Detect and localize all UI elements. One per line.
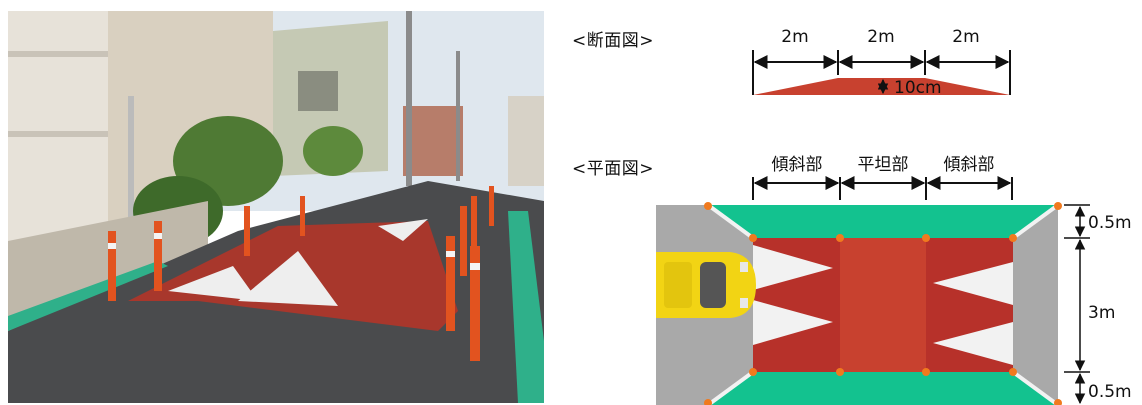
zone-label-flat: 平坦部 (858, 155, 909, 175)
sidewalk-bottom (708, 372, 1058, 405)
section-view: 2m 2m 2m 10cm (752, 27, 1011, 98)
plan-view-title: <平面図> (572, 159, 654, 179)
dim-lane-width: 3m (1088, 303, 1115, 323)
dim-sidewalk-top: 0.5m (1088, 213, 1132, 233)
plan-view: 傾斜部 平坦部 傾斜部 (656, 155, 1132, 405)
hump-height-label: 10cm (894, 78, 942, 98)
dim-sidewalk-bottom: 0.5m (1088, 382, 1132, 402)
car-icon (656, 252, 756, 318)
section-dim-3: 2m (952, 27, 979, 47)
road-hump-photo (8, 11, 544, 403)
hump-profile (753, 78, 1010, 95)
zone-label-slope-right: 傾斜部 (944, 155, 995, 175)
section-view-title: <断面図> (572, 31, 654, 51)
section-dim-1: 2m (781, 27, 808, 47)
zone-label-slope-left: 傾斜部 (772, 155, 823, 175)
section-dim-2: 2m (867, 27, 894, 47)
post-markers (704, 202, 1062, 405)
sidewalk-top (708, 205, 1058, 238)
hump-flat (840, 238, 926, 372)
